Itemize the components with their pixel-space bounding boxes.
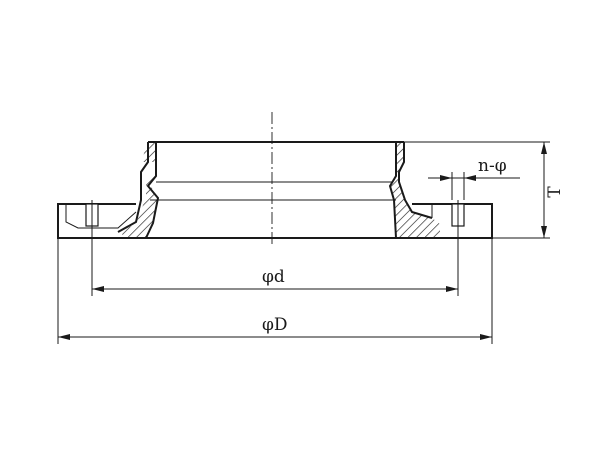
hole-callout-arrow-right bbox=[464, 175, 476, 181]
left-flange-step bbox=[65, 204, 137, 229]
label-outer-diameter: φD bbox=[262, 315, 288, 335]
dim-arrow-T-top bbox=[541, 142, 547, 154]
right-section bbox=[388, 142, 433, 239]
label-thickness: T bbox=[545, 186, 565, 198]
hole-callout-arrow-left bbox=[440, 175, 452, 181]
right-section-hatch bbox=[390, 142, 440, 238]
left-section-hatch bbox=[118, 142, 158, 238]
dim-arrow-d-left bbox=[92, 286, 104, 292]
dim-arrow-D-left bbox=[58, 334, 70, 340]
dim-arrow-T-bottom bbox=[541, 226, 547, 238]
label-holes: n-φ bbox=[478, 156, 507, 176]
left-section bbox=[117, 142, 160, 239]
dim-arrow-D-right bbox=[480, 334, 492, 340]
label-inner-diameter: φd bbox=[262, 267, 285, 287]
dim-arrow-d-right bbox=[446, 286, 458, 292]
